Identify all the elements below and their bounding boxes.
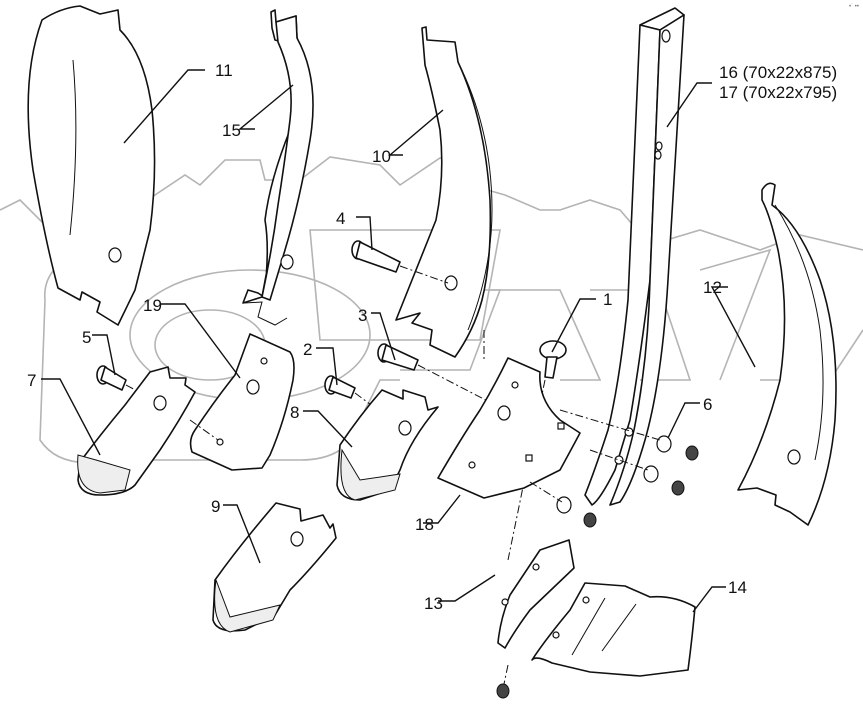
leader-lines — [41, 69, 756, 613]
callout-18: 18 — [415, 515, 434, 534]
callout-7: 7 — [27, 371, 36, 390]
callout-16: 16 (70x22x875) — [719, 63, 837, 82]
bolt-hole — [108, 247, 122, 263]
part-6-washers-nuts[interactable] — [496, 409, 699, 699]
corner-mark: •˙ •• — [849, 4, 859, 10]
part-18-bracket[interactable] — [437, 330, 581, 499]
callout-13: 13 — [424, 594, 443, 613]
callout-17: 17 (70x22x795) — [719, 83, 837, 102]
callout-19: 19 — [143, 296, 162, 315]
callout-2: 2 — [303, 340, 312, 359]
callout-1: 1 — [603, 290, 612, 309]
callout-labels: 11 15 10 16 (70x22x875) 17 (70x22x795) 1… — [27, 61, 837, 613]
callout-6: 6 — [703, 395, 712, 414]
callout-12: 12 — [703, 278, 722, 297]
callout-4: 4 — [336, 209, 345, 228]
part-14-plate[interactable] — [531, 582, 696, 677]
part-10-wing-strip[interactable] — [395, 26, 493, 358]
bolt-hole — [280, 254, 294, 270]
part-7-share[interactable] — [77, 366, 196, 496]
callout-9: 9 — [211, 497, 220, 516]
part-3-bolt[interactable] — [377, 343, 506, 411]
part-19-guide-plate[interactable] — [189, 333, 295, 471]
part-15-wing-strip[interactable] — [242, 9, 314, 326]
part-12-right-wing[interactable] — [737, 182, 837, 526]
bolt-hole — [444, 275, 458, 291]
part-9-share[interactable] — [212, 502, 337, 633]
callout-11: 11 — [215, 61, 233, 80]
part-16-17-shank[interactable] — [584, 7, 685, 506]
callout-10: 10 — [372, 147, 391, 166]
part-11-wing-plate[interactable] — [27, 5, 156, 326]
part-4-bolt[interactable] — [351, 240, 449, 284]
callout-3: 3 — [358, 306, 367, 325]
part-13-wear-strip[interactable] — [497, 539, 575, 649]
callout-14: 14 — [728, 578, 747, 597]
part-8-share[interactable] — [336, 389, 439, 501]
callout-15: 15 — [222, 121, 241, 140]
callout-8: 8 — [290, 403, 299, 422]
callout-5: 5 — [82, 328, 91, 347]
